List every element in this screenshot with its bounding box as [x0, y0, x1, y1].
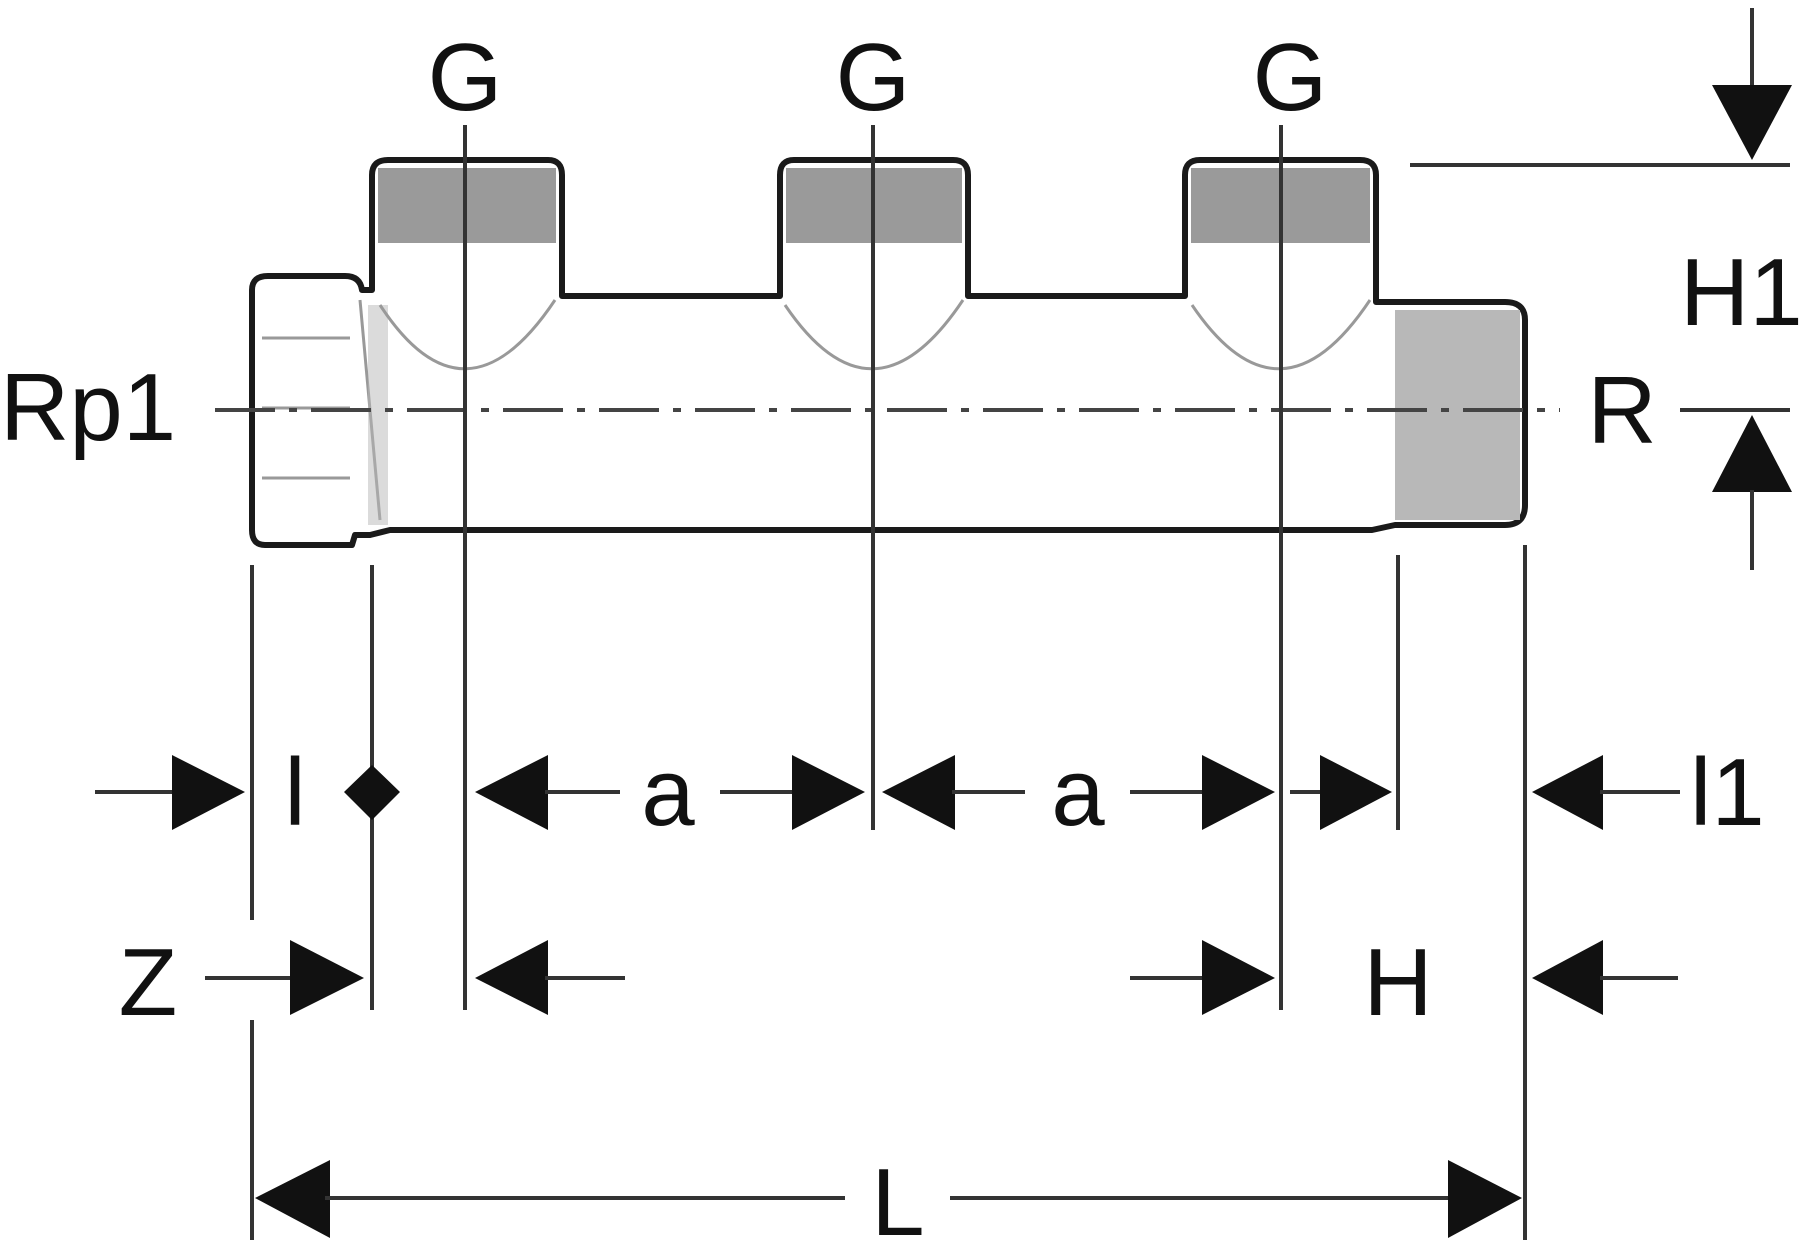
- labels: G G G Rp1 R H1 l a a l1 Z H L: [0, 24, 1800, 1248]
- label-dim-z: Z: [119, 929, 178, 1036]
- arrow-a1-left: [475, 755, 548, 830]
- arrow-thread-right: [1320, 755, 1392, 830]
- label-outlet-g-3: G: [1253, 24, 1328, 131]
- arrow-h-left: [1532, 940, 1603, 1015]
- label-dim-l1: l1: [1690, 739, 1765, 846]
- label-dim-a-1: a: [641, 739, 695, 846]
- arrow-a2-right: [1202, 755, 1275, 830]
- inlet-thread-hatch: [368, 305, 388, 525]
- label-dim-h: H: [1363, 929, 1432, 1036]
- label-inlet-thread: Rp1: [0, 354, 176, 461]
- arrow-z-left: [475, 940, 548, 1015]
- arrow-l1-left: [1532, 755, 1603, 830]
- dimension-row-1: [95, 755, 1680, 830]
- dimension-total-length: [255, 1160, 1522, 1238]
- outlet-thread-hatch: [1395, 310, 1520, 520]
- label-total-length: L: [871, 1149, 924, 1248]
- dimension-row-2: [205, 940, 1678, 1015]
- label-dim-l: l: [284, 739, 305, 846]
- extension-lines: [250, 163, 1790, 1240]
- arrow-h1-down: [1712, 85, 1792, 160]
- arrow-a2-left: [882, 755, 955, 830]
- label-height-h1: H1: [1680, 239, 1800, 346]
- arrow-h1-up: [1712, 415, 1792, 492]
- arrow-h-right: [1202, 940, 1275, 1015]
- manifold-outline: [249, 157, 1528, 548]
- label-outlet-thread: R: [1587, 357, 1656, 464]
- arrow-a1-right: [792, 755, 865, 830]
- centerlines: [215, 125, 1560, 1010]
- arrow-l-right: [172, 755, 245, 830]
- dimension-height-h1: [1712, 8, 1792, 570]
- arrow-L-right: [1448, 1160, 1522, 1238]
- diamond-marker: [344, 765, 400, 820]
- manifold-body: [249, 157, 1528, 548]
- label-outlet-g-2: G: [836, 24, 911, 131]
- label-dim-a-2: a: [1051, 739, 1105, 846]
- label-outlet-g-1: G: [428, 24, 503, 131]
- arrow-L-left: [255, 1160, 330, 1238]
- arrow-z-right: [290, 940, 364, 1015]
